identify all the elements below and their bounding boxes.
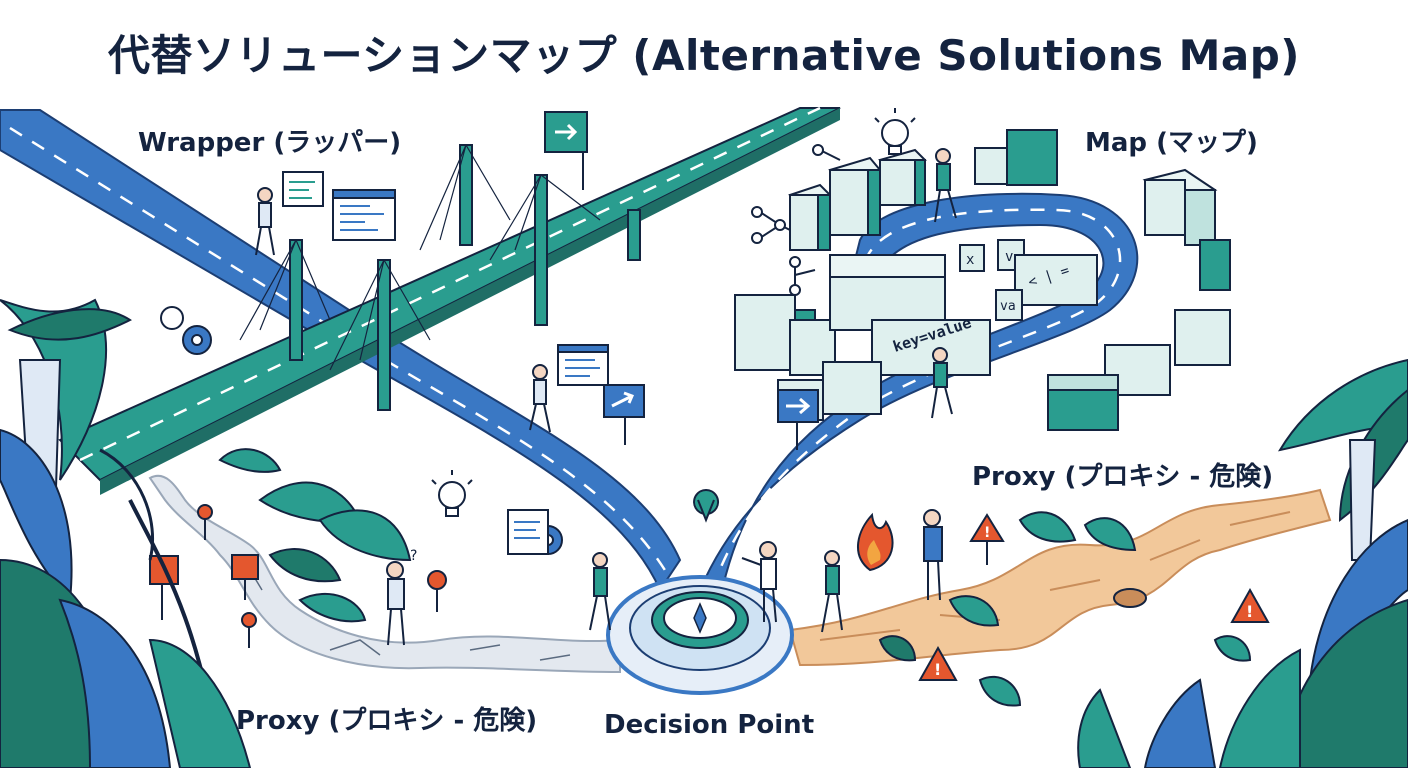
sign-arrow [777, 389, 819, 450]
cube [959, 244, 985, 272]
v-text: v [1005, 249, 1013, 265]
cube [829, 254, 946, 331]
cube [1047, 374, 1119, 431]
person-pointing [741, 541, 777, 623]
proxy-label-left: Proxy (プロキシ - 危険) [236, 706, 538, 736]
cube [1142, 168, 1218, 246]
va-text: va [1000, 299, 1016, 314]
page-title: 代替ソリューションマップ (Alternative Solutions Map) [107, 31, 1300, 80]
cube [822, 361, 882, 415]
cube [871, 319, 991, 376]
road-signs [149, 111, 819, 648]
person-walking [589, 552, 611, 631]
svg-text:!: ! [984, 525, 990, 541]
person-walking [931, 347, 953, 419]
left-road [0, 109, 682, 593]
people: ? [255, 148, 957, 646]
person-walking [934, 148, 957, 223]
person-walking [821, 550, 843, 633]
cube [1014, 254, 1098, 306]
cube [828, 156, 882, 236]
svg-text:!: ! [934, 660, 941, 679]
document-icon [507, 509, 549, 555]
wrapper-label: Wrapper (ラッパー) [138, 128, 402, 158]
lightbulb-icon [431, 470, 473, 517]
cube [974, 129, 1058, 186]
cube [1174, 309, 1231, 366]
cube [788, 183, 832, 251]
warning-icon: ! [1230, 587, 1270, 623]
grey-proxy-path [148, 474, 621, 674]
cube [1199, 239, 1231, 291]
person-walking [529, 364, 551, 433]
jungle-foliage-right [878, 358, 1408, 768]
svg-text:?: ? [410, 548, 417, 564]
warning-icon: ! [918, 645, 958, 681]
person-walking [255, 187, 275, 256]
cube [878, 148, 927, 206]
map-label: Map (マップ) [1085, 128, 1258, 158]
danger-triangle-icons: ! ! ! [918, 513, 1270, 681]
gear-icon [160, 306, 212, 355]
code-window-icon [282, 171, 396, 241]
map-data-blocks [734, 129, 1231, 431]
warning-icon: ! [969, 513, 1005, 565]
code-window-icon [557, 344, 609, 386]
proxy-label-right: Proxy (プロキシ - 危険) [972, 462, 1274, 492]
sign-warning-orange [427, 570, 447, 612]
sign-warning-orange [241, 612, 257, 648]
network-node-icons [751, 144, 841, 296]
person-standing [923, 509, 943, 601]
cube [995, 289, 1023, 321]
sign-arrow [544, 111, 588, 190]
sign-arrow [603, 384, 645, 445]
decision-point-compass [606, 489, 794, 695]
person-thinking: ? [386, 548, 417, 646]
lightbulb-icon [874, 108, 916, 155]
wrapper-bridge [58, 106, 841, 495]
x-text: x [966, 252, 974, 268]
sign-warning-orange [197, 504, 213, 540]
sign-warning-orange [231, 554, 259, 600]
fire-icon [856, 512, 894, 572]
decision-point-label: Decision Point [604, 710, 815, 740]
svg-text:!: ! [1246, 602, 1253, 621]
